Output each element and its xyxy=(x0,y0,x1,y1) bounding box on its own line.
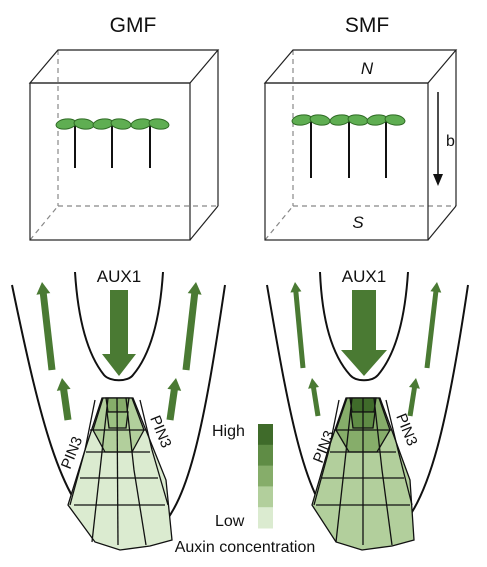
pin3-arrow-icon xyxy=(166,378,182,421)
leaf-icon xyxy=(347,114,369,126)
south-pole-label: S xyxy=(352,213,364,232)
legend-swatch xyxy=(258,507,273,529)
field-direction-arrow xyxy=(433,92,443,186)
leaf-icon xyxy=(130,118,152,130)
gmf-aux1-label: AUX1 xyxy=(97,267,141,286)
leaf-icon xyxy=(148,118,170,130)
leaf-icon xyxy=(366,114,388,126)
legend-swatch xyxy=(258,424,273,446)
flow-arrows xyxy=(36,282,442,421)
legend-low-label: Low xyxy=(215,513,245,530)
field-label: b xyxy=(446,133,455,150)
smf-box xyxy=(263,49,458,241)
pin3-arrow-icon xyxy=(36,282,56,371)
panel-title-smf: SMF xyxy=(345,14,389,37)
pin3-arrow-icon xyxy=(290,282,306,369)
seedling xyxy=(130,118,170,168)
leaf-icon xyxy=(110,118,132,130)
seedling xyxy=(55,118,95,168)
auxin-legend-scale xyxy=(258,424,273,529)
leaf-icon xyxy=(329,114,351,126)
seedling xyxy=(92,118,132,168)
gmf-box xyxy=(28,49,220,241)
leaf-icon xyxy=(55,118,77,130)
seedling xyxy=(329,114,369,178)
seedling xyxy=(366,114,406,178)
pin3-arrow-icon xyxy=(407,378,420,417)
pin3-arrow-icon xyxy=(56,378,72,421)
leaf-icon xyxy=(291,114,313,126)
smf-aux1-label: AUX1 xyxy=(342,267,386,286)
aux1-arrow-icon xyxy=(341,290,387,376)
seedling xyxy=(291,114,331,178)
leaf-icon xyxy=(92,118,114,130)
legend-swatch xyxy=(258,486,273,508)
gmf-root xyxy=(11,271,226,551)
north-pole-label: N xyxy=(361,59,374,78)
pin3-arrow-icon xyxy=(424,282,442,369)
pin3-arrow-icon xyxy=(308,378,321,417)
smf-root-cells xyxy=(311,397,415,551)
aux1-arrow-icon xyxy=(102,290,136,376)
panel-title-gmf: GMF xyxy=(110,14,157,37)
pin3-arrow-icon xyxy=(182,282,202,371)
seedlings xyxy=(55,114,406,178)
legend-swatch xyxy=(258,444,273,467)
legend-title: Auxin concentration xyxy=(175,539,316,556)
smf-root xyxy=(266,271,469,551)
leaf-icon xyxy=(384,114,406,126)
legend-swatch xyxy=(258,465,273,487)
leaf-icon xyxy=(73,118,95,130)
leaf-icon xyxy=(309,114,331,126)
legend-high-label: High xyxy=(212,423,245,440)
gmf-root-cells xyxy=(67,397,173,551)
